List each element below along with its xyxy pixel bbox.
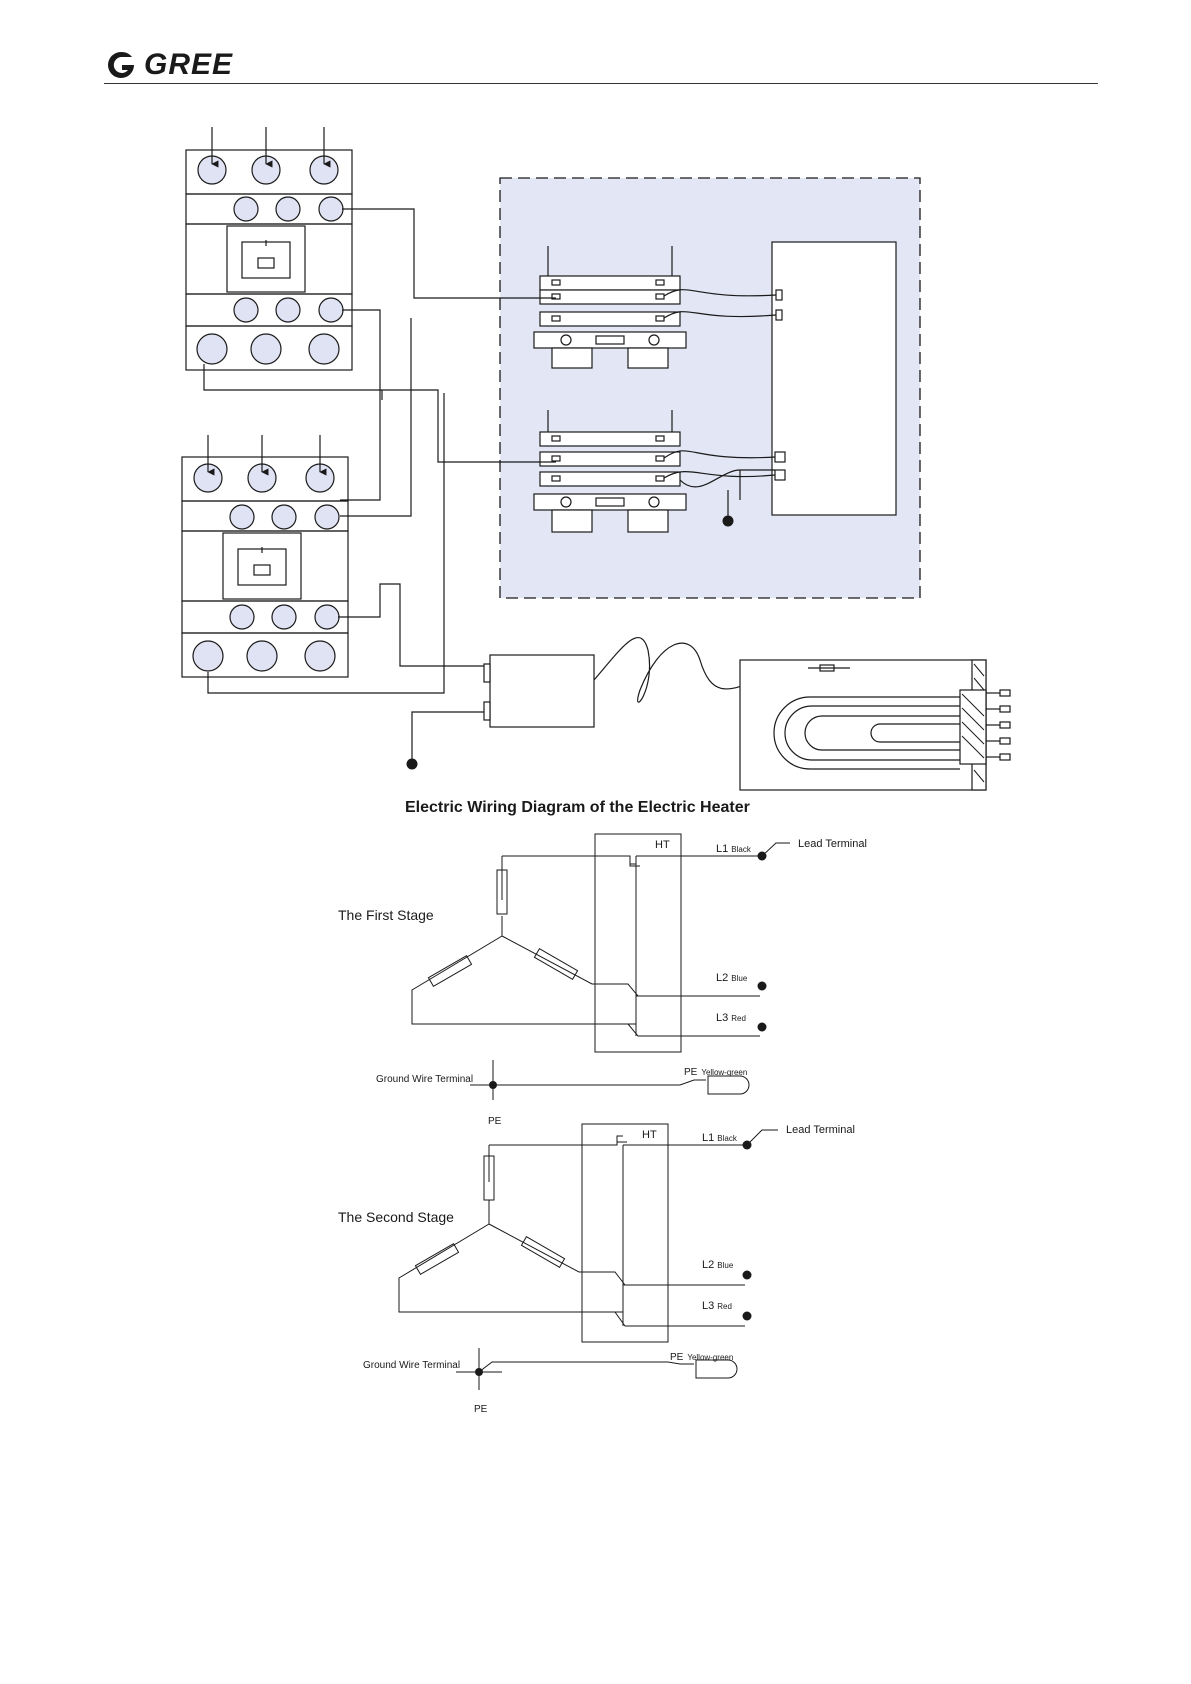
stage-2-ground-label: Ground Wire Terminal: [363, 1360, 460, 1371]
contactor-2: [182, 435, 348, 677]
stage-1-label: The First Stage: [338, 907, 434, 923]
stage-2-lead-terminal: Lead Terminal: [786, 1124, 855, 1136]
stage-1-ht: HT: [655, 839, 670, 851]
stage-2-ht: HT: [642, 1129, 657, 1141]
heater-element: [740, 660, 1010, 790]
stage-1-pe: PE: [488, 1116, 502, 1127]
stage-2-pe: PE: [474, 1404, 488, 1415]
ground-point: [723, 516, 734, 527]
contactor-1: [186, 127, 352, 370]
stage-1-ground-label: Ground Wire Terminal: [376, 1074, 473, 1085]
diagram-title: Electric Wiring Diagram of the Electric …: [405, 799, 750, 816]
control-board: [772, 242, 896, 515]
stage-2-label: The Second Stage: [338, 1209, 454, 1225]
ground-point: [407, 759, 418, 770]
thermostat-box: [490, 655, 594, 727]
stage-1-lead-terminal: Lead Terminal: [798, 838, 867, 850]
